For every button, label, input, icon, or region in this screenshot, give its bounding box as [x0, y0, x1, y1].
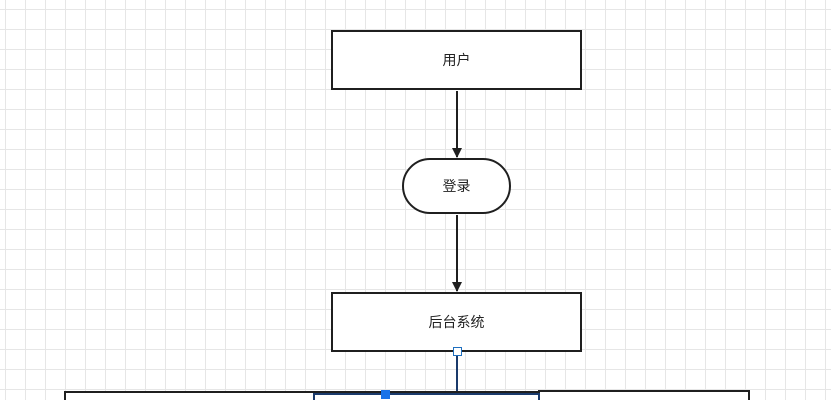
- node-login-label: 登录: [442, 179, 471, 195]
- connection-point-handle[interactable]: [453, 347, 462, 356]
- node-user-label: 用户: [442, 53, 471, 69]
- edge-backend-to-bottom-selected[interactable]: [385, 352, 458, 394]
- bottom-selected-box[interactable]: [313, 393, 540, 400]
- node-backend[interactable]: 后台系统: [331, 292, 582, 352]
- node-login[interactable]: 登录: [402, 158, 511, 214]
- selection-handle[interactable]: [381, 390, 390, 399]
- node-backend-label: 后台系统: [428, 315, 485, 331]
- node-user[interactable]: 用户: [331, 30, 582, 90]
- bottom-right-box[interactable]: [538, 390, 750, 400]
